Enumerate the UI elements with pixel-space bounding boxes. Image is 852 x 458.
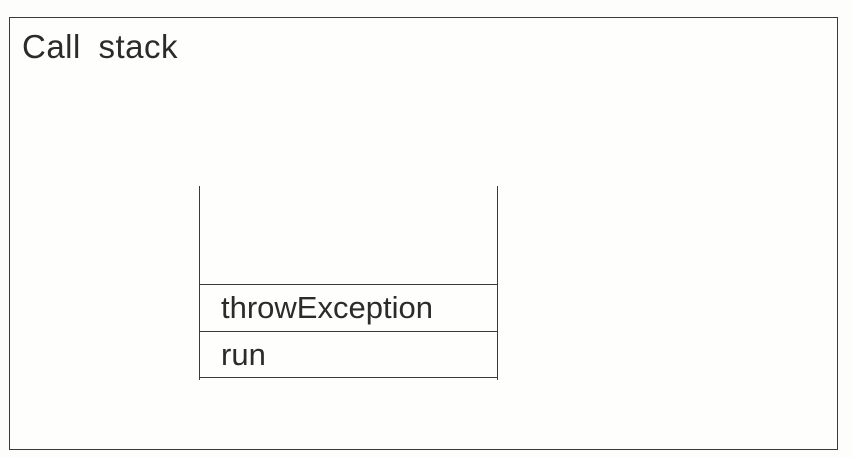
diagram-title: Call stack (22, 28, 179, 65)
stack-frame-run: run (199, 331, 497, 378)
stack-right-wall (497, 186, 498, 380)
diagram-frame: Call stack throwException run (9, 17, 838, 450)
stack-frame-throwexception: throwException (199, 284, 497, 331)
stack-frames: throwException run (199, 284, 497, 378)
stack-left-wall (199, 186, 200, 380)
